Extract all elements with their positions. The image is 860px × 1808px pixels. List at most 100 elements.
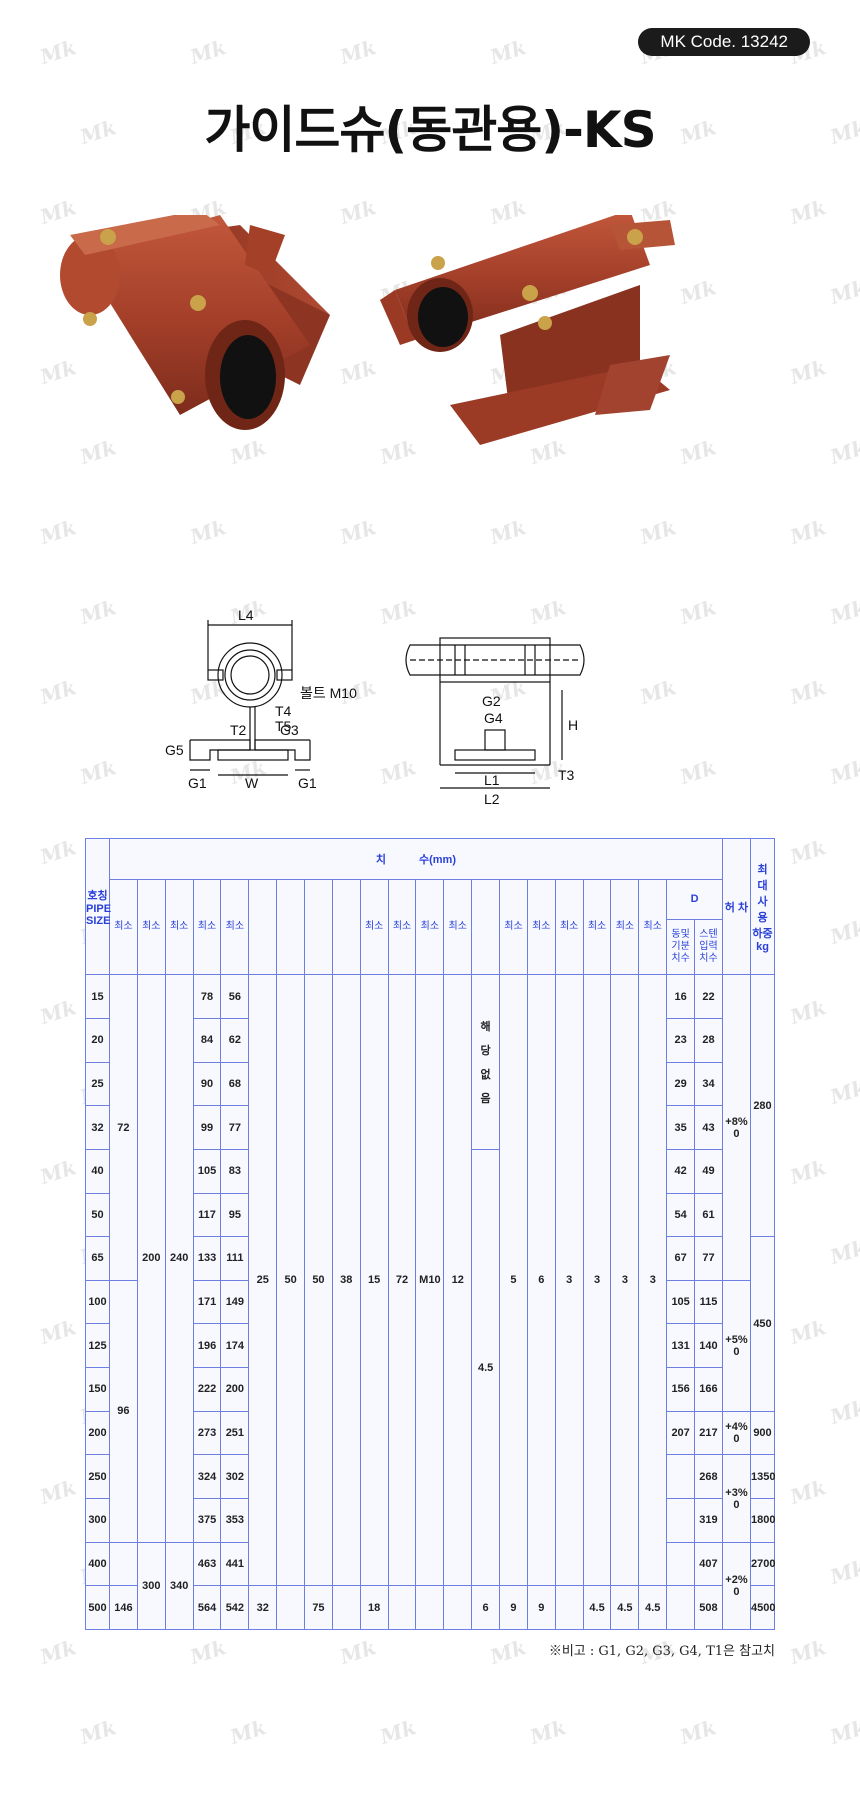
cell-common: 4.5	[471, 1148, 501, 1587]
cell-d1: 105	[666, 1279, 696, 1325]
watermark-mark: Mk	[677, 1715, 719, 1749]
cell-common: M10	[415, 974, 445, 1587]
cell-size: 200	[85, 1410, 110, 1456]
cell-row500: 4.5	[582, 1585, 612, 1630]
cell-common: 25	[248, 974, 278, 1587]
cell-d1: 42	[666, 1148, 696, 1194]
guide-shoe-photo-left	[60, 215, 330, 430]
cell-d1: 23	[666, 1017, 696, 1063]
cell-l4: 105	[192, 1148, 222, 1194]
spec-table-wrap: 호칭 PIPE SIZE 치 수(mm) 허 차 최 대 사 용 하중 kg 최…	[85, 837, 775, 1631]
cell-size: 65	[85, 1236, 110, 1281]
watermark-mark: Mk	[37, 1155, 79, 1189]
cell-d2: 508	[694, 1585, 723, 1630]
cell-l4: 222	[192, 1367, 222, 1412]
header-min: 최소	[109, 878, 138, 976]
cell-common: 3	[638, 974, 668, 1587]
guide-shoe-photo-right	[380, 215, 675, 445]
cell-size: 15	[85, 974, 110, 1019]
cell-d1: 156	[666, 1367, 696, 1412]
cell-l4: 463	[192, 1541, 222, 1587]
cell-row500: 9	[526, 1585, 556, 1630]
label-g1-left: G1	[188, 775, 207, 791]
cell-row500	[443, 1585, 473, 1630]
cell-l4: 273	[192, 1410, 222, 1456]
watermark-mark: Mk	[787, 835, 829, 869]
cell-d1: 29	[666, 1061, 696, 1107]
watermark-mark: Mk	[37, 995, 79, 1029]
cell-tol: +5% 0	[721, 1279, 752, 1412]
label-g3: G3	[280, 722, 299, 738]
cell-d1: 16	[666, 974, 696, 1019]
cell-l4: 196	[192, 1323, 222, 1369]
header-d: D	[666, 878, 723, 921]
watermark-mark: Mk	[827, 1715, 860, 1749]
cell-row500: 32	[248, 1585, 278, 1630]
cell-d1: 35	[666, 1105, 696, 1150]
label-l4: L4	[238, 610, 254, 623]
not-applicable-char: 해	[480, 1021, 491, 1034]
cell-c3: 240	[164, 974, 194, 1543]
front-view-drawing	[189, 620, 311, 776]
cell-c3: 340	[164, 1541, 194, 1631]
cell-l4: 564	[192, 1585, 222, 1630]
watermark-mark: Mk	[787, 1635, 829, 1669]
header-dimensions: 치 수(mm)	[109, 838, 723, 880]
cell-w: 83	[220, 1148, 250, 1194]
cell-row500	[331, 1585, 361, 1630]
cell-size: 20	[85, 1017, 110, 1063]
cell-common: 50	[304, 974, 333, 1587]
cell-tol: +4% 0	[721, 1410, 752, 1456]
cell-row500: 9	[499, 1585, 528, 1630]
mk-code-badge: MK Code. 13242	[638, 28, 810, 56]
header-min: 최소	[582, 878, 612, 976]
cell-l4: 133	[192, 1236, 222, 1281]
cell-c1: 96	[109, 1279, 138, 1543]
watermark-mark: Mk	[337, 1635, 379, 1669]
cell-d2: 319	[694, 1498, 723, 1543]
watermark-mark: Mk	[37, 35, 79, 69]
watermark-mark: Mk	[787, 675, 829, 709]
cell-w: 111	[220, 1236, 250, 1281]
cell-row500: 18	[359, 1585, 389, 1630]
cell-c2: 200	[136, 974, 166, 1543]
cell-row500	[387, 1585, 417, 1630]
dimension-drawings: L4 볼트 M10 T4 T5 T2 G3 G5 G1 W G1 G2 G4 H…	[165, 610, 585, 807]
header-min: 최소	[136, 878, 166, 976]
header-min: 최소	[359, 878, 389, 976]
cell-c1: 146	[109, 1585, 138, 1630]
cell-d2: 28	[694, 1017, 723, 1063]
cell-w: 62	[220, 1017, 250, 1063]
watermark-mark: Mk	[827, 1555, 860, 1589]
header-max-load: 최 대 사 용 하중 kg	[750, 837, 775, 976]
cell-common: 3	[610, 974, 640, 1587]
cell-l4: 90	[192, 1061, 222, 1107]
cell-c1	[109, 1541, 138, 1587]
cell-w: 56	[220, 974, 250, 1019]
cell-d1: 67	[666, 1236, 696, 1281]
cell-load: 4500	[750, 1585, 775, 1630]
watermark-mark: Mk	[77, 755, 119, 789]
cell-d1: 207	[666, 1410, 696, 1456]
watermark-mark: Mk	[827, 275, 860, 309]
spec-table: 호칭 PIPE SIZE 치 수(mm) 허 차 최 대 사 용 하중 kg 최…	[85, 837, 775, 1631]
watermark-mark: Mk	[37, 1315, 79, 1349]
label-bolt: 볼트 M10	[300, 685, 357, 701]
cell-common: 5	[499, 974, 528, 1587]
header-min: 최소	[387, 878, 417, 976]
cell-d2: 407	[694, 1541, 723, 1587]
cell-l4: 375	[192, 1498, 222, 1543]
remark-note: ※비고 : G1, G2, G3, G4, T1은 참고치	[548, 1644, 775, 1659]
cell-common: 3	[582, 974, 612, 1587]
cell-size: 300	[85, 1498, 110, 1543]
cell-l4: 84	[192, 1017, 222, 1063]
cell-l4: 99	[192, 1105, 222, 1150]
